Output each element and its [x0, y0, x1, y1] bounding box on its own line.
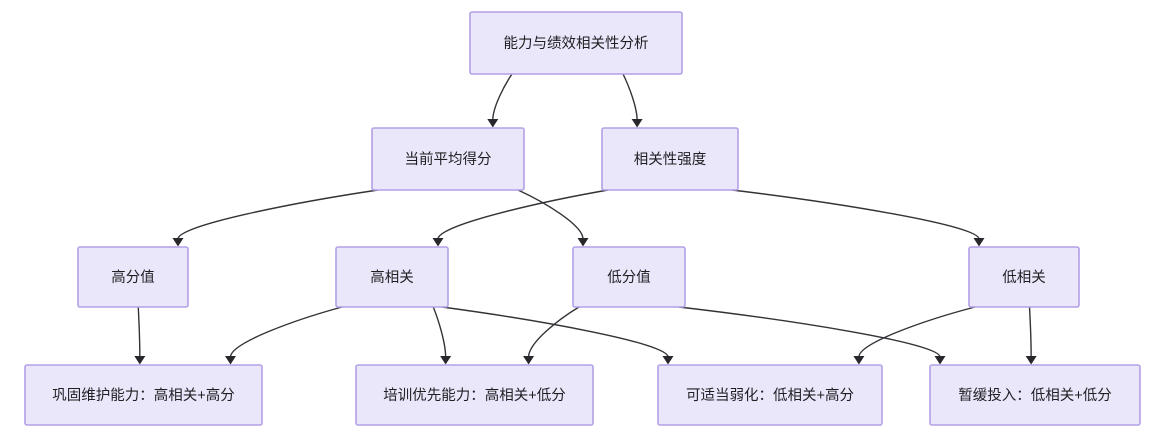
- arrowhead-avgscore-to-highscore: [172, 238, 184, 247]
- node-box-root[interactable]: [469, 11, 683, 75]
- node-train[interactable]: 培训优先能力：高相关+低分: [355, 364, 594, 426]
- node-box-lowscore[interactable]: [572, 246, 686, 308]
- arrowhead-highcorr-to-weaken: [662, 356, 674, 365]
- node-box-train[interactable]: [355, 364, 594, 426]
- node-highcorr[interactable]: 高相关: [335, 246, 449, 308]
- edge-avgscore-to-lowscore: [517, 189, 584, 240]
- edge-root-to-avgscore: [492, 73, 513, 121]
- edge-highcorr-to-weaken: [441, 306, 669, 358]
- node-box-corr[interactable]: [601, 127, 739, 191]
- node-box-consolidate[interactable]: [24, 364, 263, 426]
- arrowhead-lowcorr-to-postpone: [1025, 356, 1037, 365]
- edge-lowcorr-to-weaken: [858, 306, 976, 358]
- edge-avgscore-to-highscore: [177, 189, 379, 240]
- node-lowscore[interactable]: 低分值: [572, 246, 686, 308]
- node-avgscore[interactable]: 当前平均得分: [371, 127, 525, 191]
- edge-highcorr-to-train: [432, 306, 447, 358]
- edge-corr-to-highcorr: [437, 189, 609, 240]
- arrowhead-avgscore-to-lowscore: [577, 238, 589, 247]
- node-weaken[interactable]: 可适当弱化：低相关+高分: [657, 364, 883, 426]
- arrowhead-highscore-to-consolidate: [134, 356, 146, 365]
- node-postpone[interactable]: 暂缓投入：低相关+低分: [929, 364, 1141, 426]
- edge-lowcorr-to-postpone: [1028, 306, 1032, 358]
- edge-lowscore-to-train: [527, 306, 580, 358]
- edge-highscore-to-consolidate: [137, 306, 141, 358]
- node-highscore[interactable]: 高分值: [77, 246, 189, 308]
- edge-root-to-corr: [622, 73, 638, 121]
- arrowhead-highcorr-to-train: [440, 356, 452, 365]
- arrowhead-corr-to-highcorr: [432, 238, 444, 247]
- node-box-highcorr[interactable]: [335, 246, 449, 308]
- node-box-highscore[interactable]: [77, 246, 189, 308]
- edge-corr-to-lowcorr: [731, 189, 980, 240]
- edge-highcorr-to-consolidate: [229, 306, 343, 358]
- arrowhead-highcorr-to-consolidate: [224, 356, 236, 365]
- arrowhead-root-to-corr: [631, 119, 643, 128]
- node-root[interactable]: 能力与绩效相关性分析: [469, 11, 683, 75]
- node-consolidate[interactable]: 巩固维护能力：高相关+高分: [24, 364, 263, 426]
- node-box-lowcorr[interactable]: [968, 246, 1080, 308]
- node-box-postpone[interactable]: [929, 364, 1141, 426]
- arrowhead-lowscore-to-postpone: [934, 356, 946, 365]
- arrowhead-corr-to-lowcorr: [973, 238, 985, 247]
- node-corr[interactable]: 相关性强度: [601, 127, 739, 191]
- edges-layer: [134, 73, 1037, 365]
- arrowhead-root-to-avgscore: [487, 119, 499, 128]
- arrowhead-lowscore-to-train: [523, 356, 535, 365]
- edge-lowscore-to-postpone: [678, 306, 941, 358]
- node-box-weaken[interactable]: [657, 364, 883, 426]
- arrowhead-lowcorr-to-weaken: [853, 356, 865, 365]
- node-box-avgscore[interactable]: [371, 127, 525, 191]
- node-lowcorr[interactable]: 低相关: [968, 246, 1080, 308]
